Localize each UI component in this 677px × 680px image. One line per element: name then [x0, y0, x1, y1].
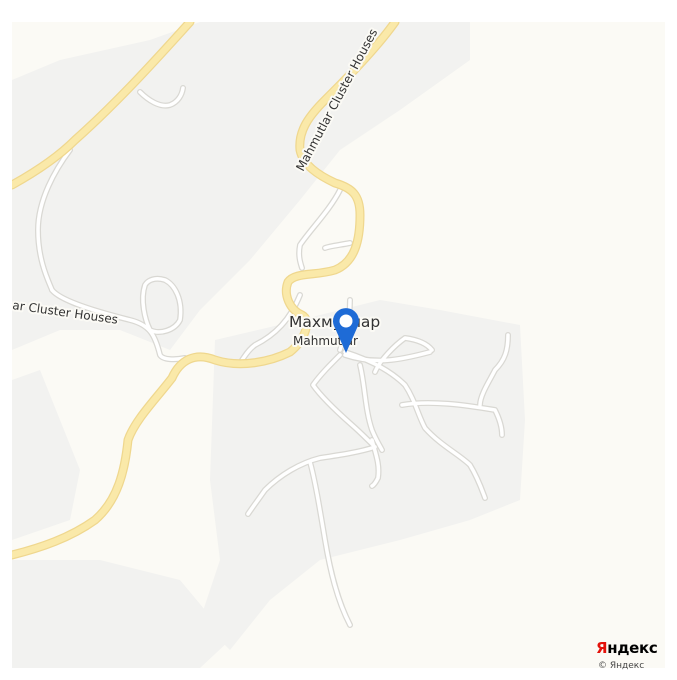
copyright-text[interactable]: © Яндекс	[598, 661, 645, 671]
yandex-logo[interactable]: Яндекс	[596, 639, 658, 657]
main-road	[12, 22, 400, 560]
yandex-logo-rest: ндекс	[607, 639, 658, 657]
residential-area	[12, 22, 525, 668]
minor-roads	[35, 85, 511, 628]
yandex-logo-first-letter: Я	[596, 639, 608, 657]
map-pin-icon[interactable]	[333, 308, 359, 353]
